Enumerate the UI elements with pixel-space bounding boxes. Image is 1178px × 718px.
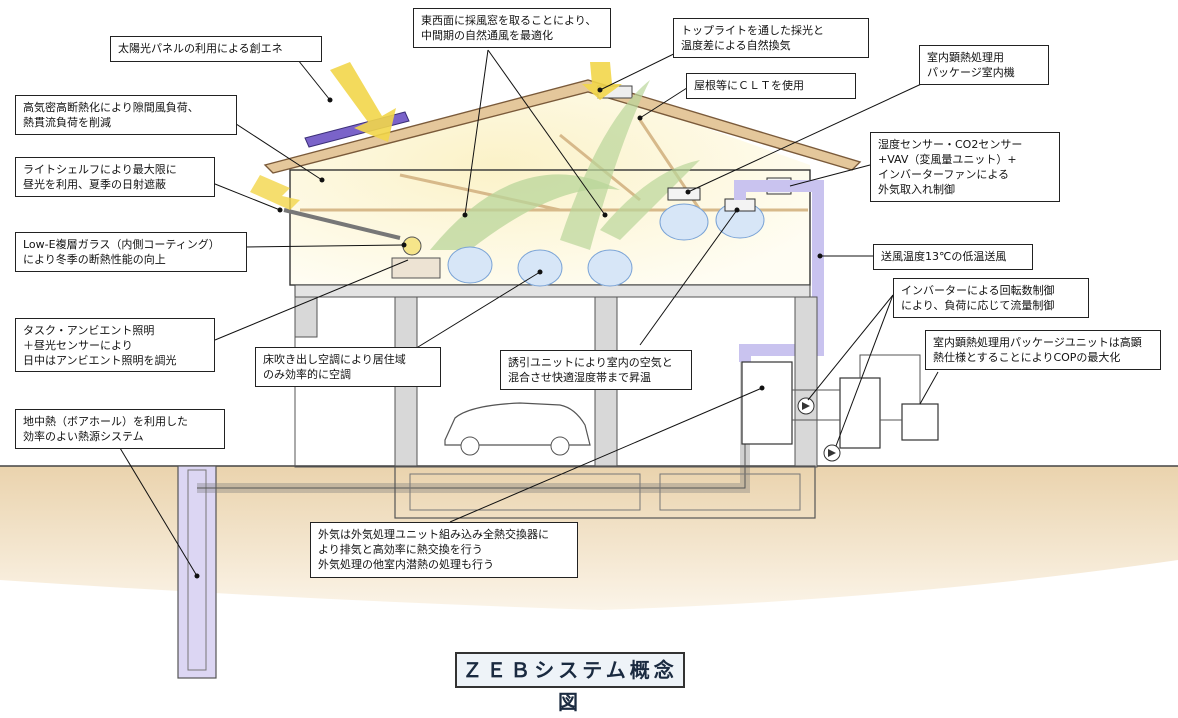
indoor-unit-1 <box>667 187 701 201</box>
desk <box>391 257 441 279</box>
label-induction-unit: 誘引ユニットにより室内の空気と混合させ快適湿度帯まで昇温 <box>500 350 692 390</box>
ground <box>0 466 1178 610</box>
leader-dots <box>194 87 823 579</box>
label-package-unit: 室内顕熱処理用パッケージユニットは高顕熱仕様とすることによりCOPの最大化 <box>925 330 1161 370</box>
label-indoor-heat-unit: 室内顕熱処理用パッケージ室内機 <box>919 45 1049 85</box>
label-light-shelf: ライトシェルフにより最大限に昼光を利用、夏季の日射遮蔽 <box>15 157 215 197</box>
label-inverter: インバーターによる回転数制御により、負荷に応じて流量制御 <box>893 278 1089 318</box>
sun-arrow <box>330 62 396 142</box>
label-solar: 太陽光パネルの利用による創エネ <box>110 36 322 62</box>
leader-lines <box>119 45 939 577</box>
label-low-e-glass: Low-E複層ガラス（内側コーティング）により冬季の断熱性能の向上 <box>15 232 247 272</box>
label-toplight: トップライトを通した採光と温度差による自然換気 <box>673 18 869 58</box>
foundation <box>394 465 816 519</box>
heat-pump <box>839 377 881 449</box>
car <box>444 402 591 446</box>
supply-duct <box>734 180 824 362</box>
diagram-title: ＺＥＢシステム概念図 <box>455 652 685 714</box>
label-roof-clt: 屋根等にＣＬＴを使用 <box>686 73 856 99</box>
airflow-leaf <box>430 174 620 250</box>
building-illustration <box>0 45 1178 679</box>
label-floor-air: 床吹き出し空調により居住域のみ効率的に空調 <box>255 347 441 387</box>
label-geothermal: 地中熱（ボアホール）を利用した効率のよい熱源システム <box>15 409 225 449</box>
label-outdoor-air: 外気は外気処理ユニット組み込み全熱交換器により排気と高効率に熱交換を行う外気処理… <box>310 522 578 578</box>
package-unit <box>901 403 939 441</box>
borehole <box>177 465 217 679</box>
floor-diffusers <box>447 201 765 287</box>
label-sensors: 湿度センサー・CO2センサー+VAV（変風量ユニット）+インバーターファンによる… <box>870 132 1060 202</box>
indoor-unit-2 <box>724 198 756 212</box>
zeb-diagram: 太陽光パネルの利用による創エネ 東西面に採風窓を取ることにより、中間期の自然通風… <box>0 8 1178 714</box>
outdoor-air-unit <box>741 361 793 445</box>
label-task-ambient: タスク・アンビエント照明＋昼光センサーにより日中はアンビエント照明を調光 <box>15 318 215 372</box>
label-insulation: 高気密高断熱化により隙間風負荷、熱貫流負荷を削減 <box>15 95 237 135</box>
label-supply-air: 送風温度13℃の低温送風 <box>873 244 1033 270</box>
light-shelf <box>283 208 401 240</box>
label-east-west-windows: 東西面に採風窓を取ることにより、中間期の自然通風を最適化 <box>413 8 611 48</box>
